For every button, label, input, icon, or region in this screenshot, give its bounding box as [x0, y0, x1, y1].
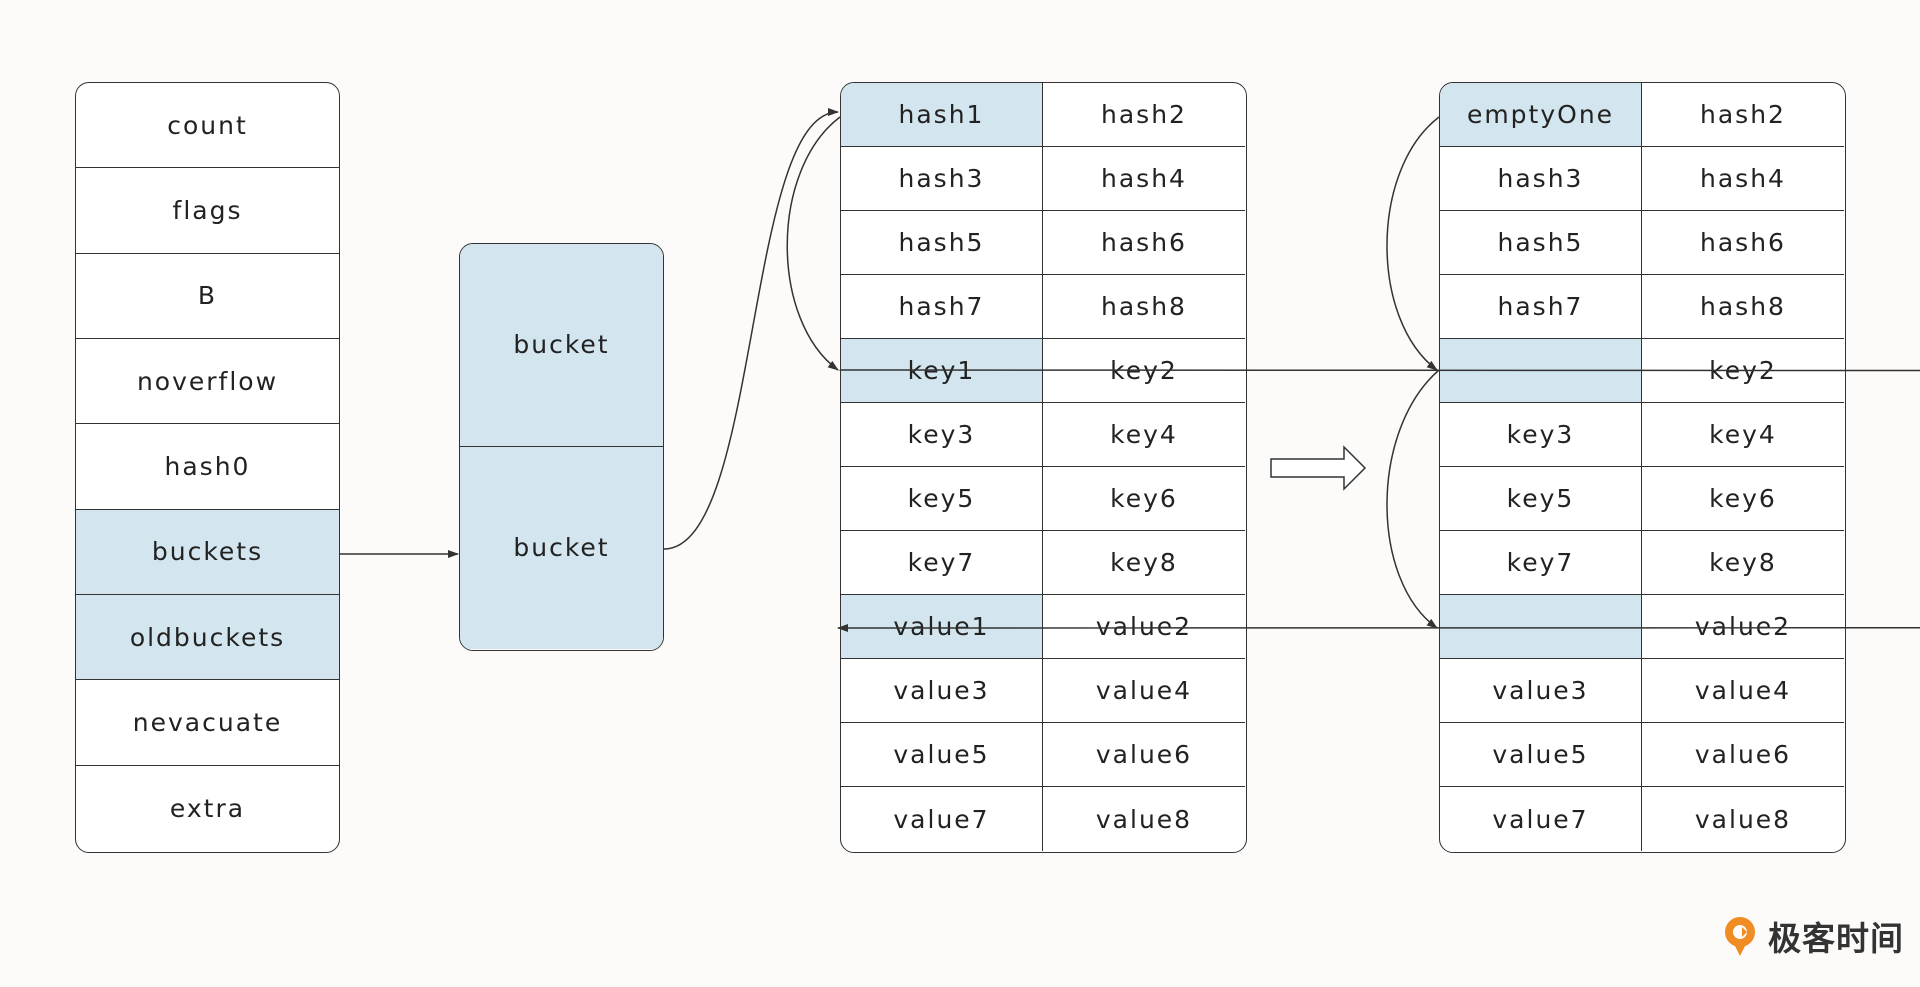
bucket-after-cell-2-0: hash5 — [1440, 211, 1642, 275]
bucket-after-cell-9-0: value3 — [1440, 659, 1642, 723]
bucket-after-cell-2-1: hash6 — [1642, 211, 1844, 275]
bucket-before-cell-11-0: value7 — [841, 787, 1043, 851]
hmap-field-3: noverflow — [76, 339, 339, 425]
bucket-before-cell-9-0: value3 — [841, 659, 1043, 723]
bucket-after-cell-6-0: key5 — [1440, 467, 1642, 531]
bucket-after-cell-4-0 — [1440, 339, 1642, 403]
bucket-after-cell-1-1: hash4 — [1642, 147, 1844, 211]
bucket-before-cell-6-0: key5 — [841, 467, 1043, 531]
geektime-logo-icon — [1725, 917, 1755, 956]
bucket-before-cell-11-1: value8 — [1095, 804, 1193, 834]
hmap-field-7: nevacuate — [76, 680, 339, 766]
bucket-before-cell-5-1: key4 — [1043, 403, 1245, 467]
bucket-before-cell-4-0: key1 — [841, 339, 1043, 403]
bucket-before-cell-7-1: key8 — [1043, 531, 1245, 595]
bucket-before-cell-8-0: value1 — [841, 595, 1043, 659]
bucket-after-cell-0-0: emptyOne — [1440, 83, 1642, 147]
bucket-after-cell-8-0 — [1440, 595, 1642, 659]
bucket-after-cell-10-0: value5 — [1440, 723, 1642, 787]
hmap-field-8: extra — [169, 793, 246, 823]
hmap-field-1: flags — [76, 168, 339, 254]
bucket-before-cell-1-0: hash3 — [841, 147, 1043, 211]
bucket-before-cell-3-1: hash8 — [1043, 275, 1245, 339]
bucket-before-cell-7-0: key7 — [841, 531, 1043, 595]
bucket-after-cell-5-0: key3 — [1440, 403, 1642, 467]
bucket-after-cell-5-1: key4 — [1642, 403, 1844, 467]
bucket-after-cell-6-1: key6 — [1642, 467, 1844, 531]
transition-arrow-icon — [1270, 445, 1367, 491]
bucket-after-cell-3-0: hash7 — [1440, 275, 1642, 339]
bucket-after-cell-4-1: key2 — [1642, 339, 1844, 403]
bucket-after-cell-1-0: hash3 — [1440, 147, 1642, 211]
hmap-field-0: count — [76, 83, 339, 169]
bucket-before-cell-8-1: value2 — [1043, 595, 1245, 659]
bucket-after-cell-9-1: value4 — [1642, 659, 1844, 723]
bucket-after-cell-10-1: value6 — [1642, 723, 1844, 787]
bucket-array-item-0: bucket — [460, 244, 663, 447]
bucket-before-cell-0-1: hash2 — [1043, 83, 1245, 147]
hmap-field-6: oldbuckets — [76, 595, 339, 681]
after-hash-to-key-arc — [1386, 116, 1440, 371]
bucket-after-cell-7-1: key8 — [1642, 531, 1844, 595]
bucket-before-cell-2-1: hash6 — [1043, 211, 1245, 275]
bucket-array-item-1: bucket — [460, 446, 663, 649]
after-key-to-value-arc — [1386, 369, 1440, 629]
bucket-after-cell-3-1: hash8 — [1642, 275, 1844, 339]
bucket-after-cell-11-0: value7 — [1440, 787, 1642, 851]
bucket-before-cell-0-0: hash1 — [841, 83, 1043, 147]
bucket-before-cell-5-0: key3 — [841, 403, 1043, 467]
bucket-before-cell-10-0: value5 — [841, 723, 1043, 787]
bucket-before-cell-4-1: key2 — [1043, 339, 1245, 403]
bucket-before-cell-9-1: value4 — [1043, 659, 1245, 723]
bucket-before-cell-10-1: value6 — [1043, 723, 1245, 787]
bucket-before-cell-6-1: key6 — [1043, 467, 1245, 531]
hmap-field-2: B — [76, 254, 339, 339]
bucket-after-cell-0-1: hash2 — [1642, 83, 1844, 147]
bucket-after-cell-8-1: value2 — [1642, 595, 1844, 659]
hmap-field-4: hash0 — [76, 424, 339, 510]
bucket-to-bmap-arrow — [663, 108, 839, 550]
hmap-field-5: buckets — [76, 509, 339, 595]
geektime-logo: 极客时间 — [1720, 914, 1904, 958]
bucket-after-cell-11-1: value8 — [1694, 804, 1792, 834]
hash-to-key-arc — [786, 116, 841, 371]
bucket-before-cell-1-1: hash4 — [1043, 147, 1245, 211]
bucket-after-cell-7-0: key7 — [1440, 531, 1642, 595]
watermark-text: 极客时间 — [1768, 919, 1904, 958]
bucket-before-cell-3-0: hash7 — [841, 275, 1043, 339]
bucket-before-cell-2-0: hash5 — [841, 211, 1043, 275]
